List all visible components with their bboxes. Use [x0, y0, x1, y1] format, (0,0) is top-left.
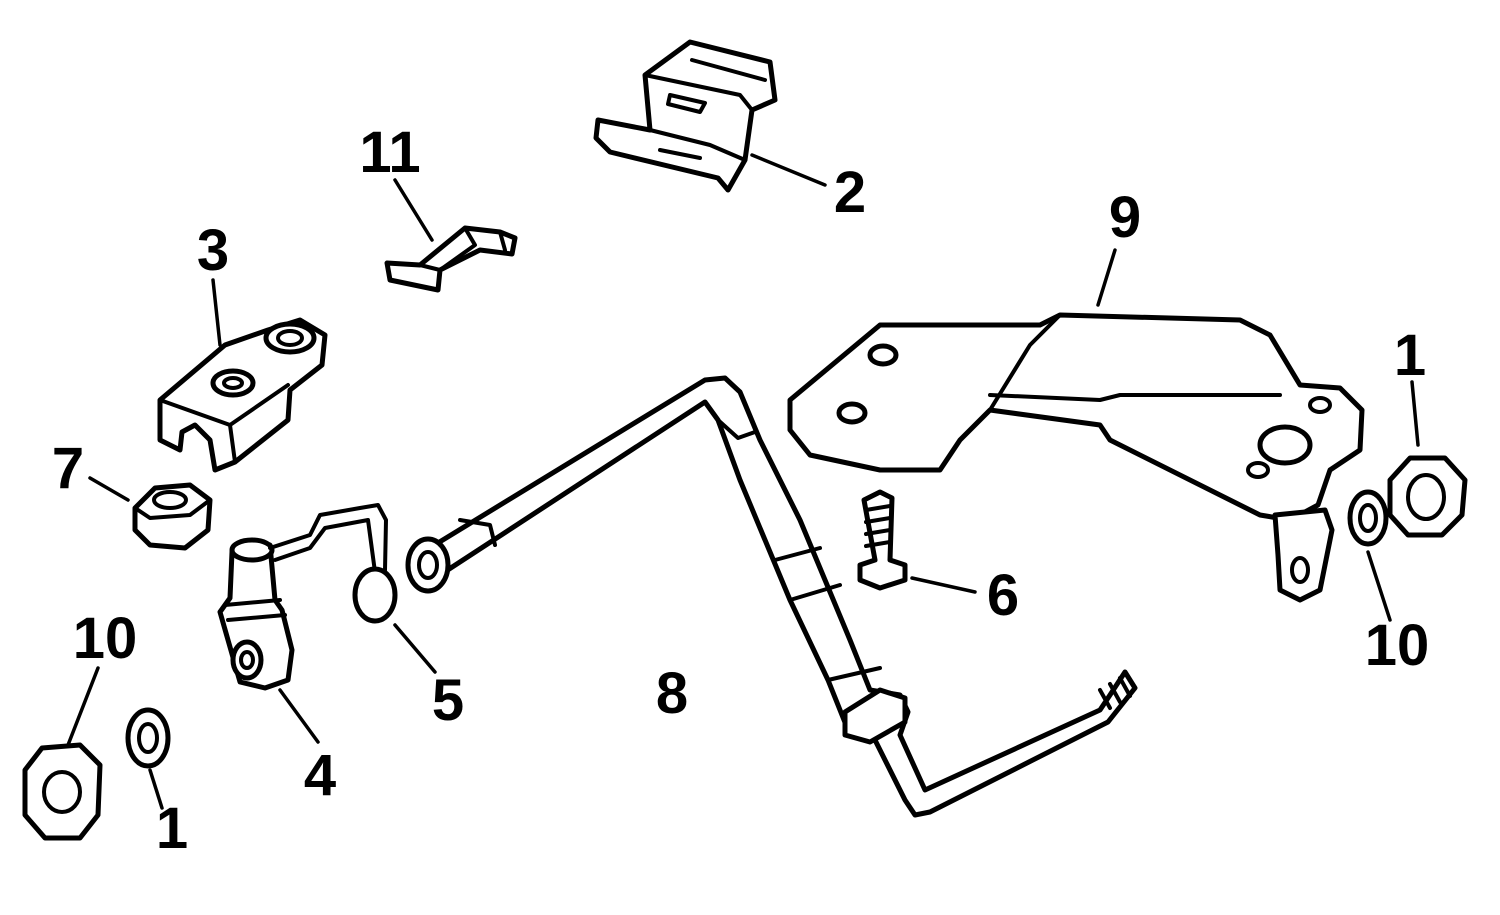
- callout-1-left: 1: [156, 796, 188, 861]
- callout-10-left: 10: [73, 606, 138, 671]
- leader-5: [393, 623, 437, 674]
- callout-8: 8: [656, 661, 688, 726]
- part-5-spring-clip: [268, 503, 398, 624]
- callout-1-right: 1: [1394, 323, 1426, 388]
- leader-3: [211, 278, 222, 347]
- leader-lines: [66, 153, 1420, 810]
- part-6-bolt: [857, 489, 908, 591]
- callout-3: 3: [197, 218, 229, 283]
- part-11-clip: [384, 225, 518, 293]
- callout-7: 7: [52, 436, 84, 501]
- part-2-clip: [593, 39, 778, 193]
- callout-9: 9: [1109, 185, 1141, 250]
- leader-6: [910, 576, 977, 594]
- callout-5: 5: [432, 668, 464, 733]
- callout-11: 11: [359, 120, 420, 185]
- part-1-washer-left: [125, 707, 171, 769]
- leader-2: [750, 153, 827, 187]
- leader-1-left: [148, 768, 164, 810]
- leader-10-right: [1366, 550, 1392, 622]
- part-10-washer-right: [1347, 489, 1389, 547]
- leader-1-right: [1410, 380, 1420, 447]
- part-4-rod-end: [217, 537, 295, 691]
- part-8-shaft: [405, 375, 1138, 818]
- leader-7: [88, 476, 130, 502]
- callout-4: 4: [304, 743, 336, 808]
- callout-2: 2: [834, 160, 866, 225]
- callout-6: 6: [987, 563, 1019, 628]
- part-7-nut: [132, 482, 213, 551]
- callout-10-right: 10: [1365, 613, 1430, 678]
- part-9-lever: [787, 312, 1365, 603]
- leader-9: [1096, 248, 1117, 307]
- leader-10-left: [66, 666, 100, 747]
- part-1-nut-right: [1387, 455, 1468, 538]
- leader-4: [278, 688, 320, 744]
- part-10-nut-left: [22, 742, 103, 841]
- leader-11: [393, 178, 434, 242]
- part-3-bracket: [157, 317, 328, 473]
